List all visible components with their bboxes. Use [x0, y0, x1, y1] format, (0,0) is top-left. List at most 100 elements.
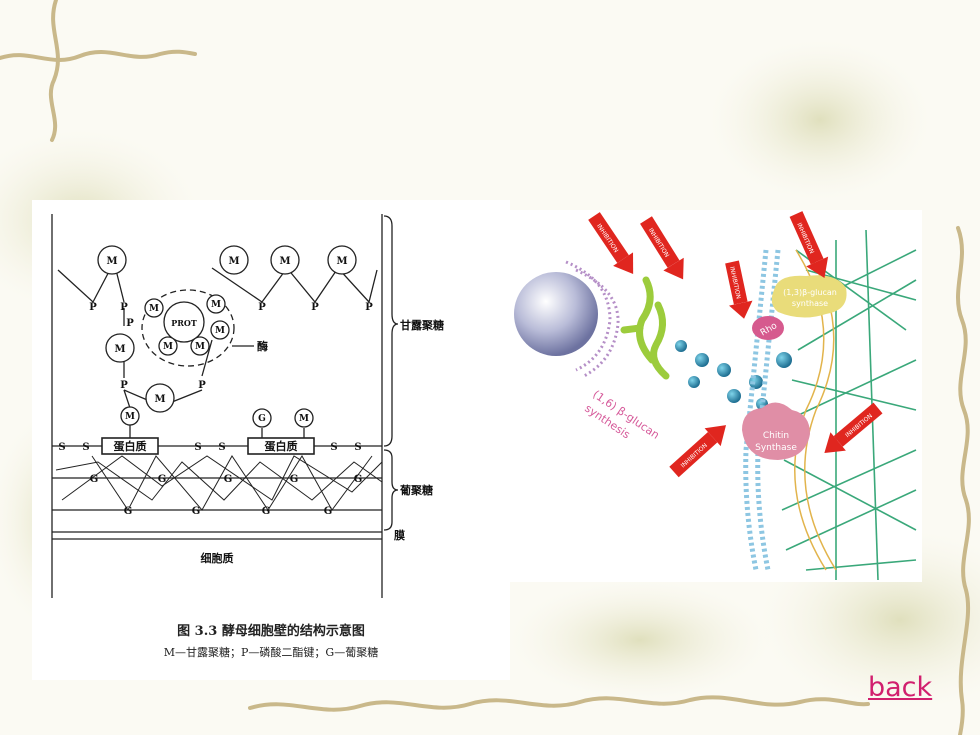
node-label: M	[228, 256, 239, 267]
mannose-node-small	[190, 336, 210, 356]
mannose-node-small	[158, 336, 178, 356]
mannose-node	[105, 333, 135, 363]
node-label: M	[154, 394, 165, 405]
nuclear-membrane	[565, 260, 612, 372]
vine-vertical-left	[48, 0, 60, 142]
node-label: M	[211, 300, 221, 310]
rho-protein	[752, 316, 784, 340]
mannose-node-small	[210, 320, 230, 340]
cell-wall-schematic: M M M M M M PROT M M M M M M G M P P P P…	[51, 214, 444, 598]
glucan-vesicle	[688, 376, 700, 388]
glucose-label: G	[192, 506, 201, 517]
node-label: M	[195, 342, 205, 352]
glucan-vesicle	[776, 352, 792, 368]
glucan-mesh	[55, 461, 383, 501]
protein-label: 蛋白质	[114, 439, 147, 453]
wall-fibre	[781, 449, 917, 511]
endoplasmic-reticulum	[650, 301, 670, 380]
figure-caption-legend: M—甘露聚糖；P—磷酸二酯键；G—葡聚糖	[163, 646, 379, 659]
glucan-vesicle	[749, 375, 763, 389]
phosphate-label: P	[120, 380, 128, 391]
endoplasmic-reticulum	[620, 324, 644, 334]
mannose-node	[219, 245, 249, 275]
mannan-link	[201, 339, 213, 377]
protein-box	[101, 437, 159, 455]
glucose-node-small	[252, 408, 272, 428]
sulfur-label: S	[82, 442, 89, 453]
inhibition-arrow: INHIBITION	[725, 260, 753, 319]
glucose-label: G	[224, 474, 233, 485]
prot-label: PROT	[171, 318, 197, 328]
beta13-glucan-synthase-shape	[771, 275, 847, 318]
node-label: M	[149, 304, 159, 314]
enzyme-label: 酶	[257, 339, 268, 353]
beta13-glucan-synthase-label: synthase	[792, 299, 828, 308]
texture-blob	[510, 580, 770, 700]
node-label: G	[258, 414, 266, 424]
node-label: M	[125, 412, 135, 422]
glucose-label: G	[354, 474, 363, 485]
mannose-node-small	[144, 298, 164, 318]
node-label: M	[279, 256, 290, 267]
cell-wall-schematic-panel: M M M M M M PROT M M M M M M G M P P P P…	[32, 200, 510, 680]
inhibition-arrow: INHIBITION	[640, 216, 684, 280]
glucan-vesicle	[717, 363, 731, 377]
protein-box	[247, 437, 315, 455]
inhibition-arrow: INHIBITION	[669, 425, 727, 478]
wall-fibre	[783, 459, 917, 531]
texture-blob	[710, 40, 930, 200]
glucose-label: G	[124, 506, 133, 517]
cell-wall-synthesis-panel: (1,3)β-glucan synthase Rho Chitin Syntha…	[506, 210, 922, 582]
phosphate-label: P	[126, 318, 134, 329]
mannose-node-small	[120, 406, 140, 426]
chitin-synthase-label: Chitin	[763, 431, 789, 441]
mannan-link	[171, 389, 203, 403]
wall-fibre	[787, 359, 917, 421]
node-label: M	[163, 342, 173, 352]
sulfur-label: S	[330, 442, 337, 453]
phosphate-label: P	[365, 302, 373, 313]
phosphate-label: P	[258, 302, 266, 313]
glucose-label: G	[324, 506, 333, 517]
mannan-chain	[57, 260, 125, 304]
chitin-synthase-label: Synthase	[755, 443, 797, 453]
brace-glucan	[383, 449, 399, 531]
phosphate-label: P	[120, 302, 128, 313]
mannose-node	[97, 245, 127, 275]
inhibition-arrow: INHIBITION	[824, 402, 883, 453]
mannose-node	[327, 245, 357, 275]
back-link[interactable]: back	[868, 672, 933, 703]
sulfur-label: S	[58, 442, 65, 453]
cytoplasm-label: 细胞质	[201, 551, 234, 565]
membrane-label: 膜	[394, 528, 405, 542]
inhibition-arrow: INHIBITION	[789, 211, 829, 278]
glucan-mesh	[91, 455, 373, 511]
sulfur-label: S	[218, 442, 225, 453]
vine-horizontal-bottom	[248, 695, 870, 712]
figure-caption-title: 图 3.3 酵母细胞壁的结构示意图	[177, 624, 365, 639]
glucose-label: G	[262, 506, 271, 517]
sulfur-label: S	[354, 442, 361, 453]
mannose-node	[270, 245, 300, 275]
wall-fibre	[785, 489, 917, 551]
chitin-synthase-shape	[742, 402, 810, 460]
phosphate-label: P	[311, 302, 319, 313]
brace-mannan	[383, 215, 399, 447]
node-label: M	[106, 256, 117, 267]
mannose-node-small	[206, 294, 226, 314]
phosphate-label: P	[89, 302, 97, 313]
node-label: M	[299, 414, 309, 424]
glucose-label: G	[90, 474, 99, 485]
protein-label: 蛋白质	[265, 439, 298, 453]
phosphate-label: P	[198, 380, 206, 391]
mannose-node-small	[294, 408, 314, 428]
endoplasmic-reticulum	[636, 276, 656, 364]
glucose-label: G	[158, 474, 167, 485]
wall-fibre	[791, 379, 917, 411]
glucan-vesicle	[675, 340, 687, 352]
glucan-vesicle	[727, 389, 741, 403]
node-label: M	[215, 326, 225, 336]
enzyme-boundary	[141, 289, 235, 367]
node-label: M	[336, 256, 347, 267]
protein-core	[163, 301, 205, 343]
